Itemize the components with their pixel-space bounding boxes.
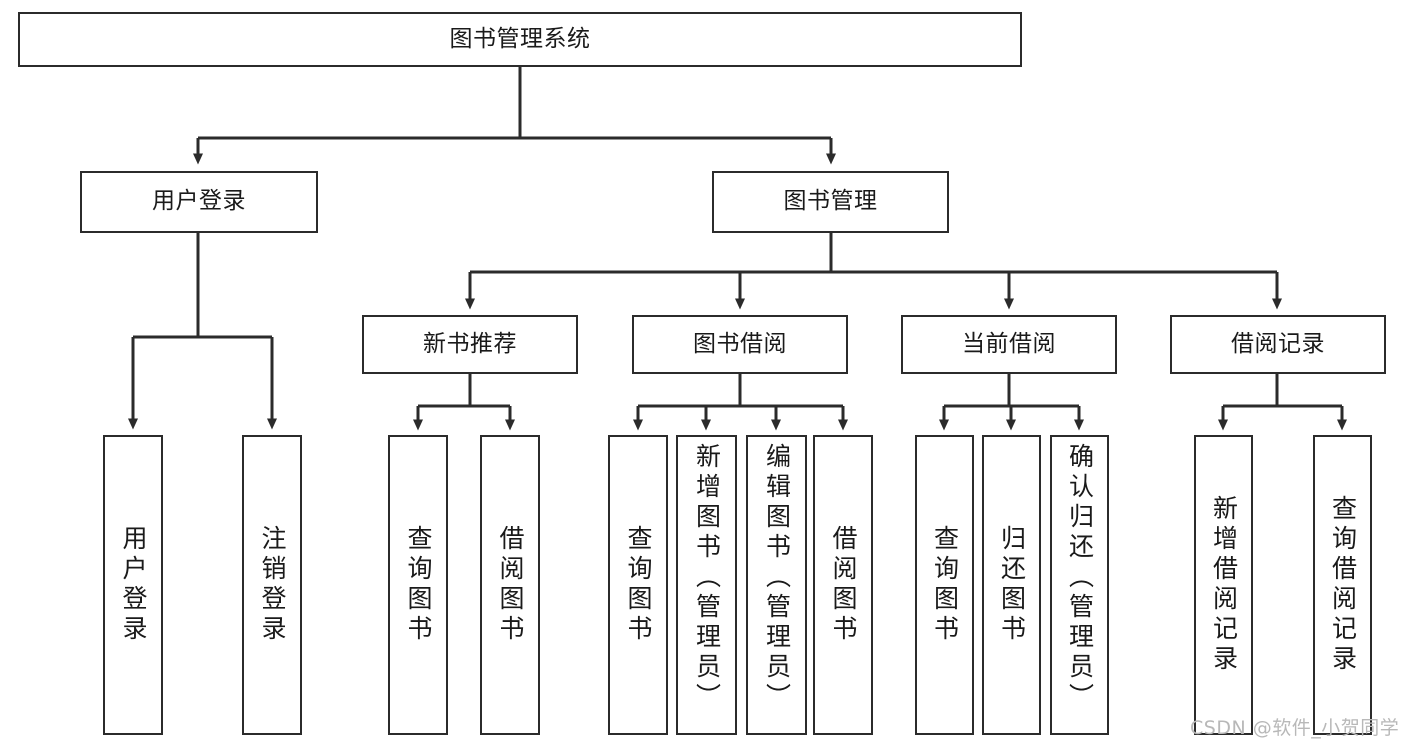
node-label: 图书管理系统 — [449, 25, 591, 52]
node-label: 查询借阅记录 — [1328, 495, 1358, 675]
leaf-borrow-book-2[interactable]: 借阅图书 — [813, 435, 873, 735]
node-book-borrow[interactable]: 图书借阅 — [632, 315, 848, 374]
node-label: 借阅图书 — [829, 525, 858, 645]
node-label: 新书推荐 — [423, 330, 517, 357]
node-label: 用户登录 — [152, 188, 246, 215]
node-label: 借阅记录 — [1231, 330, 1325, 357]
leaf-query-book-3[interactable]: 查询图书 — [915, 435, 974, 735]
leaf-borrow-book-1[interactable]: 借阅图书 — [480, 435, 540, 735]
node-book-manage[interactable]: 图书管理 — [712, 171, 949, 233]
leaf-confirm-return[interactable]: 确认归还（管理员） — [1050, 435, 1109, 735]
node-root-book-management-system[interactable]: 图书管理系统 — [18, 12, 1022, 67]
leaf-user-logout[interactable]: 注销登录 — [242, 435, 302, 735]
node-label: 借阅图书 — [496, 525, 525, 645]
leaf-add-record[interactable]: 新增借阅记录 — [1194, 435, 1253, 735]
leaf-add-book[interactable]: 新增图书（管理员） — [676, 435, 737, 735]
node-current-borrow[interactable]: 当前借阅 — [901, 315, 1117, 374]
leaf-edit-book[interactable]: 编辑图书（管理员） — [746, 435, 807, 735]
node-new-book-recommend[interactable]: 新书推荐 — [362, 315, 578, 374]
leaf-query-book-1[interactable]: 查询图书 — [388, 435, 448, 735]
leaf-query-book-2[interactable]: 查询图书 — [608, 435, 668, 735]
leaf-return-book[interactable]: 归还图书 — [982, 435, 1041, 735]
node-label: 归还图书 — [997, 525, 1027, 645]
leaf-user-login[interactable]: 用户登录 — [103, 435, 163, 735]
node-label: 用户登录 — [119, 525, 148, 645]
leaf-query-record[interactable]: 查询借阅记录 — [1313, 435, 1372, 735]
node-label: 当前借阅 — [962, 330, 1056, 357]
node-user-login[interactable]: 用户登录 — [80, 171, 318, 233]
node-label: 新增借阅记录 — [1209, 495, 1239, 675]
node-label: 新增图书（管理员） — [692, 443, 722, 713]
node-borrow-record[interactable]: 借阅记录 — [1170, 315, 1386, 374]
node-label: 查询图书 — [404, 525, 433, 645]
node-label: 确认归还（管理员） — [1065, 443, 1095, 713]
node-label: 编辑图书（管理员） — [762, 443, 792, 713]
node-label: 图书管理 — [783, 188, 878, 215]
node-label: 图书借阅 — [693, 330, 787, 357]
node-label: 注销登录 — [258, 525, 287, 645]
node-label: 查询图书 — [624, 525, 653, 645]
node-label: 查询图书 — [930, 525, 960, 645]
